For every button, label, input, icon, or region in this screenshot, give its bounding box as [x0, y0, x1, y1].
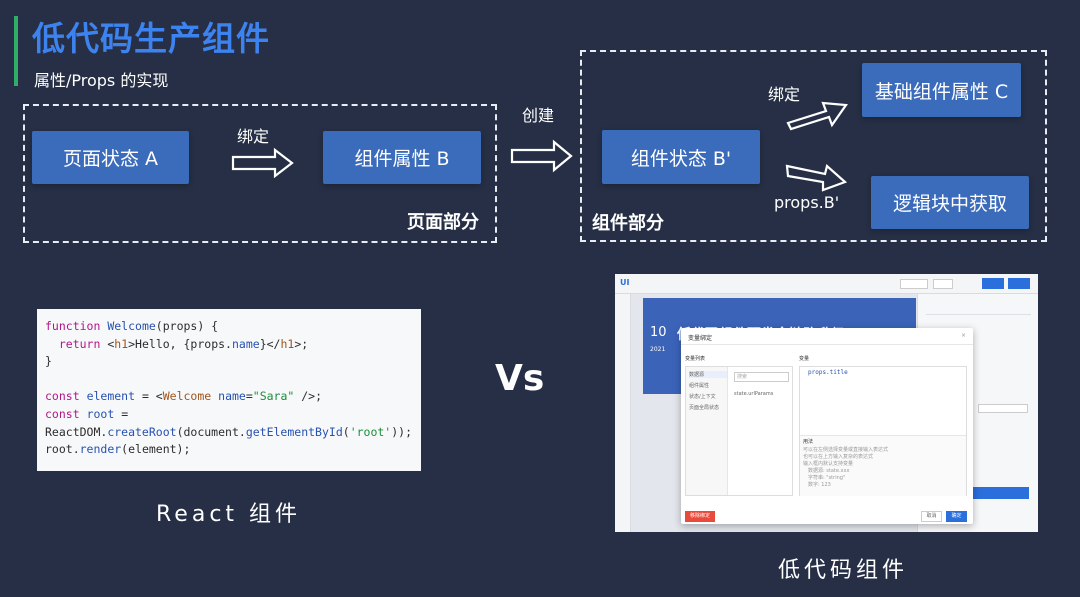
- panel-row: [926, 314, 1031, 315]
- topbar-button: [933, 279, 953, 289]
- react-caption: React 组件: [156, 502, 302, 527]
- close-icon[interactable]: ×: [961, 332, 967, 339]
- remove-binding-button[interactable]: 移除绑定: [685, 511, 715, 522]
- modal-divider: [681, 344, 973, 345]
- code-line: const root =: [45, 406, 129, 421]
- usage-line: 数据源: state.xxx: [808, 468, 850, 474]
- arrow-up-right-icon: [786, 97, 850, 135]
- usage-section: 用法 可以在左侧选择变量或直接输入表达式 也可以在上方输入复杂的表达式 输入框内…: [800, 435, 966, 496]
- usage-line: 数字: 123: [808, 482, 831, 488]
- list-item[interactable]: 组件属性: [689, 383, 710, 389]
- vs-label: Vs: [495, 358, 545, 399]
- box-component-state-b-prime: 组件状态 B': [602, 130, 760, 184]
- usage-title: 用法: [803, 439, 814, 445]
- props-label: props.B': [774, 193, 840, 212]
- list-item[interactable]: 页面全局状态: [689, 405, 720, 411]
- modal-title: 变量绑定: [688, 335, 713, 342]
- editor-leftbar: [615, 294, 631, 532]
- component-section-label: 组件部分: [592, 213, 664, 234]
- editor-topbar: UI: [615, 274, 1038, 294]
- variable-category-list: 数据源 组件属性 状态/上下文 页面全局状态: [686, 367, 728, 495]
- box-component-prop-b: 组件属性 B: [323, 131, 481, 184]
- topbar-button: [982, 278, 1004, 289]
- box-base-component-prop-c: 基础组件属性 C: [862, 63, 1021, 117]
- code-line: }: [45, 354, 52, 369]
- canvas-number: 10: [650, 325, 667, 340]
- variable-list-panel: 数据源 组件属性 状态/上下文 页面全局状态 搜索 state.urlParam…: [685, 366, 793, 496]
- create-label: 创建: [522, 106, 555, 125]
- bind-label-2: 绑定: [768, 85, 801, 104]
- code-line: root.render(element);: [45, 442, 191, 457]
- page-subtitle: 属性/Props 的实现: [34, 71, 169, 90]
- variable-binding-modal: 变量绑定 × 变量列表 变量 数据源 组件属性 状态/上下文 页面全局状态 搜索…: [681, 328, 973, 524]
- ok-button[interactable]: 确定: [946, 511, 967, 522]
- variable-header: 变量: [799, 356, 810, 362]
- react-code-block: function Welcome(props) { return <h1>Hel…: [37, 309, 421, 471]
- box-page-state-a: 页面状态 A: [32, 131, 189, 184]
- code-line: return <h1>Hello, {props.name}</h1>;: [58, 336, 309, 351]
- topbar-button: [1008, 278, 1030, 289]
- panel-primary-bar: [963, 487, 1029, 499]
- arrow-right-icon: [231, 147, 295, 182]
- list-item[interactable]: 状态/上下文: [689, 394, 716, 400]
- editor-logo: UI: [620, 278, 630, 287]
- editor-text: props.title: [808, 369, 848, 376]
- code-line: const element = <Welcome name="Sara" />;: [45, 389, 323, 404]
- accent-bar: [14, 16, 18, 86]
- component-section-frame: [580, 50, 1047, 242]
- panel-row: [978, 404, 1028, 413]
- page-section-frame: [23, 104, 497, 243]
- lowcode-caption: 低代码组件: [778, 558, 909, 583]
- usage-line: 输入框内默认支持变量: [803, 461, 854, 467]
- variable-search-input[interactable]: 搜索: [734, 372, 789, 382]
- arrow-down-right-icon: [785, 158, 849, 196]
- usage-line: 可以在左侧选择变量或直接输入表达式: [803, 447, 889, 453]
- list-item[interactable]: 数据源: [689, 371, 727, 378]
- usage-line: 字符串: "string": [808, 475, 846, 481]
- variable-sub-item[interactable]: state.urlParams: [734, 391, 774, 397]
- variable-list-header: 变量列表: [685, 356, 706, 362]
- box-logic-fetch: 逻辑块中获取: [871, 176, 1029, 229]
- code-line: ReactDOM.createRoot(document.getElementB…: [45, 424, 413, 439]
- page-title: 低代码生产组件: [32, 19, 270, 58]
- topbar-button: [900, 279, 928, 289]
- code-line: function Welcome(props) {: [45, 319, 219, 333]
- page-section-label: 页面部分: [407, 212, 479, 233]
- bind-label-1: 绑定: [237, 127, 270, 146]
- expression-editor[interactable]: props.title 用法 可以在左侧选择变量或直接输入表达式 也可以在上方输…: [799, 366, 967, 496]
- usage-line: 也可以在上方输入复杂的表达式: [803, 454, 874, 460]
- search-placeholder: 搜索: [737, 374, 748, 380]
- lowcode-editor-screenshot: UI 10 2021 低代码组件研发全链路升级 变量绑定 × 变量列表 变量 数…: [615, 274, 1038, 532]
- arrow-right-icon: [510, 139, 574, 176]
- canvas-year: 2021: [650, 346, 666, 353]
- cancel-button[interactable]: 取消: [921, 511, 942, 522]
